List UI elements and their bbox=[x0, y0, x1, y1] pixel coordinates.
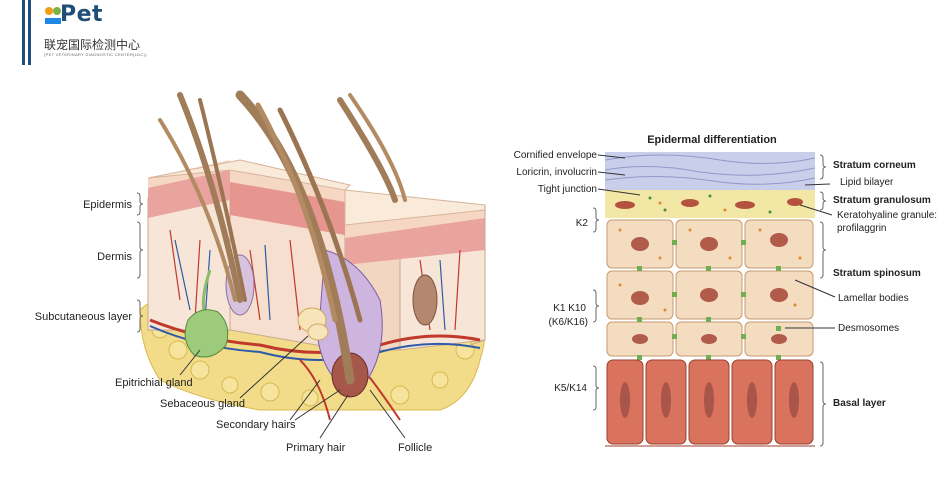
epidermal-left-labels: Cornified envelope Loricrin, involucrin … bbox=[514, 150, 641, 411]
label-k1-k10: K1 K10 bbox=[553, 303, 586, 314]
label-lipid-bilayer: Lipid bilayer bbox=[840, 177, 894, 188]
label-subcutaneous-layer: Subcutaneous layer bbox=[35, 311, 133, 323]
label-stratum-corneum: Stratum corneum bbox=[833, 160, 916, 171]
label-basal-layer: Basal layer bbox=[833, 398, 886, 409]
label-secondary-hairs: Secondary hairs bbox=[216, 419, 296, 431]
label-k5-k14: K5/K14 bbox=[554, 383, 587, 394]
epitrichial-gland bbox=[184, 269, 229, 358]
label-loricrin-involucrin: Loricrin, involucrin bbox=[516, 167, 597, 178]
label-stratum-granulosum: Stratum granulosum bbox=[833, 195, 931, 206]
label-primary-hair: Primary hair bbox=[286, 442, 346, 454]
label-cornified-envelope: Cornified envelope bbox=[514, 150, 598, 161]
label-tight-junction: Tight junction bbox=[538, 184, 597, 195]
epidermal-right-labels: Stratum corneum Lipid bilayer Stratum gr… bbox=[785, 154, 937, 447]
spinosum-nuclei bbox=[631, 233, 788, 344]
logo-chinese-name: 联宠国际检测中心 bbox=[44, 38, 141, 52]
logo-wordmark: Pet bbox=[60, 2, 104, 27]
stratum-corneum bbox=[604, 152, 816, 190]
brand-bar-right bbox=[28, 0, 31, 65]
label-epidermis: Epidermis bbox=[83, 199, 132, 211]
sebaceous-gland bbox=[297, 307, 329, 341]
logo-english-name: (PET VETERINARY DIAGNOSTIC CENTER(LDC)) bbox=[44, 52, 147, 57]
label-k2: K2 bbox=[576, 218, 589, 229]
brand-bar-left bbox=[22, 0, 25, 65]
label-k6-k16: (K6/K16) bbox=[549, 317, 588, 328]
label-follicle: Follicle bbox=[398, 442, 432, 454]
hairs bbox=[158, 90, 407, 385]
label-keratohyaline-granule: Keratohyaline granule: bbox=[837, 210, 937, 221]
label-epitrichial-gland: Epitrichial gland bbox=[115, 377, 193, 389]
lamellar-bodies bbox=[618, 228, 802, 312]
label-stratum-spinosum: Stratum spinosum bbox=[833, 268, 921, 279]
skin-bottom-labels: Epitrichial gland Sebaceous gland Second… bbox=[115, 335, 432, 454]
epidermal-title: Epidermal differentiation bbox=[647, 134, 777, 146]
label-dermis: Dermis bbox=[97, 251, 132, 263]
block-edge bbox=[469, 205, 486, 346]
label-sebaceous-gland: Sebaceous gland bbox=[160, 398, 245, 410]
basal-nuclei bbox=[620, 382, 799, 418]
logo-mark-icon bbox=[45, 7, 61, 24]
desmosomes bbox=[637, 240, 781, 360]
label-desmosomes: Desmosomes bbox=[838, 323, 899, 334]
label-lamellar-bodies: Lamellar bodies bbox=[838, 293, 909, 304]
label-profilaggrin: profilaggrin bbox=[837, 223, 886, 234]
skin-left-labels: Epidermis Dermis Subcutaneous layer bbox=[35, 192, 144, 333]
